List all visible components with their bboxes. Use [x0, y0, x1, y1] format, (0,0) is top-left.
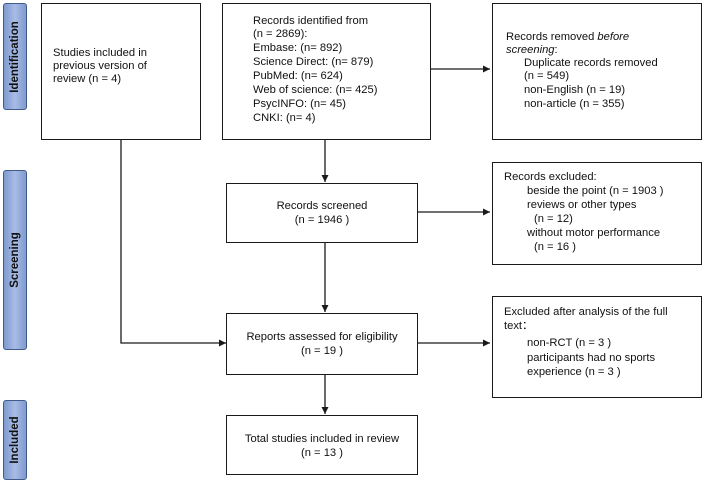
- source-embase: Embase: (n= 892): [253, 42, 343, 54]
- excluded-fulltext-box: [492, 296, 702, 398]
- source-pubmed: PubMed: (n= 624): [253, 70, 343, 82]
- source-cnki: CNKI: (n= 4): [253, 112, 316, 124]
- excluded-reviews: reviews or other types: [527, 199, 637, 211]
- reports-assessed-count: (n = 19 ): [301, 345, 343, 357]
- excluded-no-motor-count: (n = 16 ): [534, 241, 576, 253]
- records-identified-total: (n = 2869):: [253, 28, 308, 40]
- records-removed-title-end: screening: [506, 44, 555, 56]
- records-identified-box: [222, 3, 431, 140]
- removed-non-article: non-article (n = 355): [524, 98, 625, 110]
- excluded-fulltext-title-1: Excluded after analysis of the full: [504, 306, 668, 318]
- excluded-no-motor-performance: without motor performance: [527, 227, 661, 239]
- records-excluded-title: Records excluded:: [504, 171, 597, 183]
- phase-identification: Identification: [3, 3, 27, 110]
- records-excluded-box: [492, 162, 702, 265]
- total-included-box: [226, 415, 418, 475]
- reports-assessed-box: [226, 313, 418, 375]
- records-removed-title: Records removed before: [506, 31, 629, 45]
- excluded-non-rct: non-RCT (n = 3 ): [527, 337, 612, 349]
- source-web-of-science: Web of science: (n= 425): [253, 84, 378, 96]
- removed-non-english: non-English (n = 19): [524, 84, 626, 96]
- records-removed-box: [492, 3, 702, 140]
- records-screened-box: [226, 183, 418, 243]
- records-removed-title-emphasis: before: [597, 31, 630, 43]
- records-removed-title-line-2: screening:: [506, 44, 558, 58]
- excluded-no-sports-count: experience (n = 3 ): [527, 366, 621, 378]
- records-screened-count: (n = 1946 ): [294, 214, 350, 226]
- total-included-label: Total studies included in review: [244, 433, 400, 445]
- excluded-beside-the-point: beside the point (n = 1903 ): [527, 185, 664, 197]
- removed-duplicates-count: (n = 549): [524, 70, 570, 82]
- source-psycinfo: PsycINFO: (n= 45): [253, 98, 346, 110]
- previous-studies-box: [41, 3, 201, 140]
- excluded-fulltext-title-2: text：: [504, 320, 534, 332]
- records-removed-title-prefix: Records removed: [506, 31, 598, 43]
- arrow-previous-to-reports: [120, 140, 226, 347]
- records-removed-title-colon: :: [554, 44, 558, 56]
- reports-assessed-label: Reports assessed for eligibility: [246, 331, 398, 343]
- excluded-reviews-count: (n = 12): [534, 213, 573, 225]
- previous-studies-line-3: review (n = 4): [53, 73, 122, 85]
- excluded-no-sports-experience: participants had no sports: [527, 352, 656, 364]
- source-science-direct: Science Direct: (n= 879): [253, 56, 374, 68]
- phase-included: Included: [3, 400, 27, 480]
- records-identified-title: Records identified from: [253, 15, 369, 27]
- records-screened-label: Records screened: [276, 200, 368, 212]
- phase-screening: Screening: [3, 170, 27, 350]
- total-included-count: (n = 13 ): [301, 447, 343, 459]
- previous-studies-line-2: previous version of: [53, 60, 147, 72]
- previous-studies-line-1: Studies included in: [53, 47, 147, 59]
- removed-duplicates: Duplicate records removed: [524, 57, 658, 69]
